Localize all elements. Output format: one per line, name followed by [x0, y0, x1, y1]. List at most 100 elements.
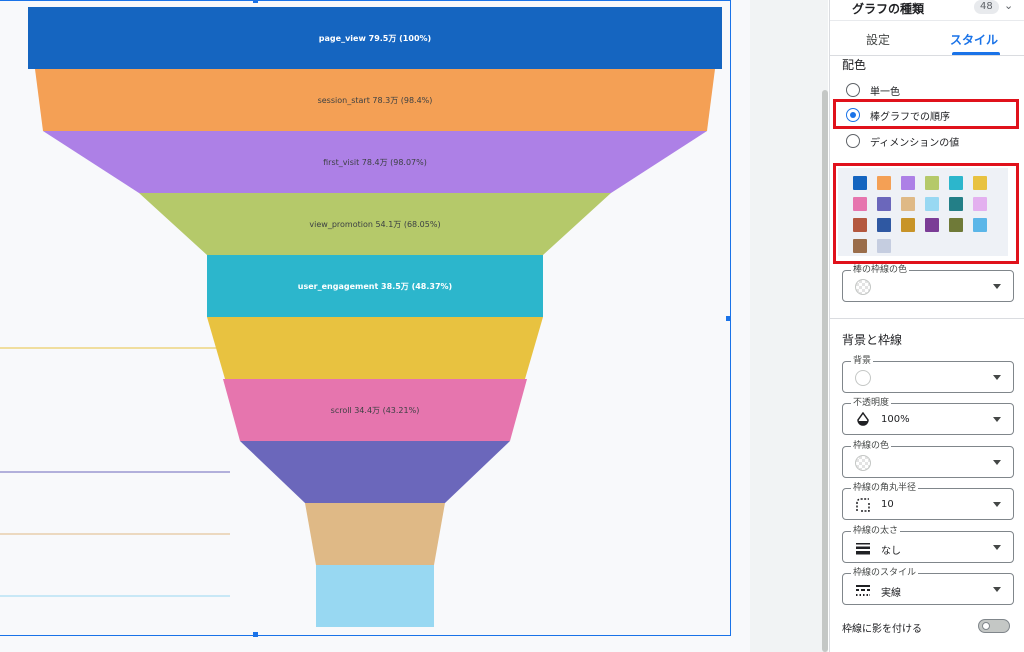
color-circle-icon — [855, 370, 871, 386]
funnel-segment[interactable] — [207, 255, 543, 317]
annotation-highlight-box — [833, 163, 1019, 264]
opacity-drop-icon — [857, 412, 869, 426]
field-value: 10 — [881, 499, 894, 510]
palette-swatch[interactable] — [949, 176, 963, 190]
field-value: 100% — [881, 414, 910, 425]
border-weight-field[interactable]: 枠線の太さ なし — [842, 525, 1014, 563]
palette-swatch[interactable] — [973, 197, 987, 211]
annotation-highlight-box — [833, 99, 1019, 129]
funnel-chart[interactable]: page_view 79.5万 (100%)session_start 78.3… — [0, 0, 750, 652]
field-label: 枠線のスタイル — [851, 567, 919, 579]
palette-swatch[interactable] — [853, 176, 867, 190]
funnel-segment[interactable] — [43, 131, 707, 193]
radio-single-color[interactable]: 単一色 — [846, 80, 900, 100]
funnel-segment[interactable] — [240, 441, 510, 503]
transparent-color-icon — [855, 455, 871, 471]
radio-button-icon[interactable] — [846, 83, 860, 97]
funnel-segment[interactable] — [316, 565, 434, 627]
palette-swatch[interactable] — [901, 218, 915, 232]
field-label: 枠線の太さ — [851, 525, 901, 537]
report-canvas[interactable]: page_view 79.5万 (100%)session_start 78.3… — [0, 0, 750, 652]
funnel-segment-label: first_visit 78.4万 (98.07%) — [323, 158, 427, 167]
palette-swatch[interactable] — [949, 218, 963, 232]
line-style-icon — [856, 585, 870, 596]
field-value: なし — [881, 546, 901, 557]
palette-swatch[interactable] — [925, 218, 939, 232]
toggle-knob[interactable] — [982, 622, 990, 630]
line-weight-icon — [856, 543, 870, 555]
radio-label: ディメンションの値 — [870, 137, 960, 149]
dropdown-arrow-icon[interactable] — [993, 375, 1001, 380]
shadow-label: 枠線に影を付ける — [842, 624, 922, 635]
shadow-toggle[interactable] — [978, 619, 1010, 633]
radio-label: 棒グラフでの順序 — [870, 111, 950, 123]
resize-handle-bottom[interactable] — [253, 632, 258, 637]
tab-setup[interactable]: 設定 — [865, 33, 890, 47]
radio-bar-order[interactable]: 棒グラフでの順序 — [846, 105, 950, 125]
dropdown-arrow-icon[interactable] — [993, 460, 1001, 465]
tabs-divider — [830, 55, 1024, 56]
chart-selection-frame[interactable] — [0, 0, 731, 637]
panel-scrollbar-thumb[interactable] — [822, 90, 828, 652]
funnel-segment[interactable] — [139, 193, 611, 255]
palette-swatch[interactable] — [877, 239, 891, 253]
palette-swatch[interactable] — [949, 197, 963, 211]
palette-swatch[interactable] — [853, 197, 867, 211]
palette-swatch[interactable] — [877, 218, 891, 232]
transparent-color-icon — [855, 279, 871, 295]
radio-label: 単一色 — [870, 86, 900, 98]
chart-type-title[interactable]: グラフの種類 — [852, 2, 925, 16]
dropdown-arrow-icon[interactable] — [993, 284, 1001, 289]
dropdown-arrow-icon[interactable] — [993, 587, 1001, 592]
chart-type-count-badge: 48 — [974, 0, 999, 14]
palette-swatch[interactable] — [973, 218, 987, 232]
palette-swatch[interactable] — [973, 176, 987, 190]
corner-radius-icon — [856, 498, 870, 512]
palette-swatch[interactable] — [853, 218, 867, 232]
field-value: 実線 — [881, 588, 901, 599]
funnel-segment-label: user_engagement 38.5万 (48.37%) — [298, 282, 452, 291]
funnel-segment[interactable] — [305, 503, 445, 565]
chevron-down-icon[interactable]: ⌄ — [1004, 0, 1014, 12]
tab-style[interactable]: スタイル — [949, 33, 998, 47]
section-divider — [830, 318, 1024, 319]
funnel-segment[interactable] — [35, 69, 715, 131]
palette-swatch[interactable] — [901, 197, 915, 211]
opacity-field[interactable]: 不透明度 100% — [842, 397, 1014, 435]
color-palette — [838, 168, 1008, 256]
palette-swatch[interactable] — [877, 176, 891, 190]
border-radius-field[interactable]: 枠線の角丸半径 10 — [842, 482, 1014, 520]
radio-button-icon[interactable] — [846, 134, 860, 148]
resize-handle-right[interactable] — [726, 316, 731, 321]
funnel-segment-label: session_start 78.3万 (98.4%) — [318, 96, 433, 105]
dropdown-arrow-icon[interactable] — [993, 502, 1001, 507]
field-label: 不透明度 — [851, 397, 892, 409]
bar-border-color-field[interactable]: 棒の枠線の色 — [842, 264, 1014, 302]
field-label: 棒の枠線の色 — [851, 264, 910, 276]
funnel-segment[interactable] — [207, 317, 543, 379]
palette-swatch[interactable] — [901, 176, 915, 190]
funnel-segment[interactable] — [28, 7, 722, 69]
canvas-gutter — [750, 0, 828, 652]
palette-swatch[interactable] — [925, 197, 939, 211]
dropdown-arrow-icon[interactable] — [993, 545, 1001, 550]
border-color-field[interactable]: 枠線の色 — [842, 440, 1014, 478]
funnel-segment-label: scroll 34.4万 (43.21%) — [331, 406, 420, 415]
palette-swatch[interactable] — [853, 239, 867, 253]
funnel-segment[interactable] — [223, 379, 527, 441]
resize-handle-top[interactable] — [253, 0, 258, 3]
funnel-segment-label: view_promotion 54.1万 (68.05%) — [309, 220, 440, 229]
active-tab-indicator — [952, 52, 1000, 55]
border-style-field[interactable]: 枠線のスタイル 実線 — [842, 567, 1014, 605]
palette-swatch[interactable] — [925, 176, 939, 190]
radio-dimension-values[interactable]: ディメンションの値 — [846, 131, 959, 151]
radio-button-checked-icon[interactable] — [846, 108, 860, 122]
background-section-title: 背景と枠線 — [842, 333, 903, 347]
field-label: 枠線の角丸半径 — [851, 482, 919, 494]
field-label: 背景 — [851, 355, 874, 367]
dropdown-arrow-icon[interactable] — [993, 417, 1001, 422]
background-field[interactable]: 背景 — [842, 355, 1014, 393]
palette-swatch[interactable] — [877, 197, 891, 211]
header-divider — [830, 20, 1024, 21]
property-panel: グラフの種類 48 ⌄ 設定 スタイル 配色 単一色 棒グラフでの順序 ディメン… — [829, 0, 1024, 652]
